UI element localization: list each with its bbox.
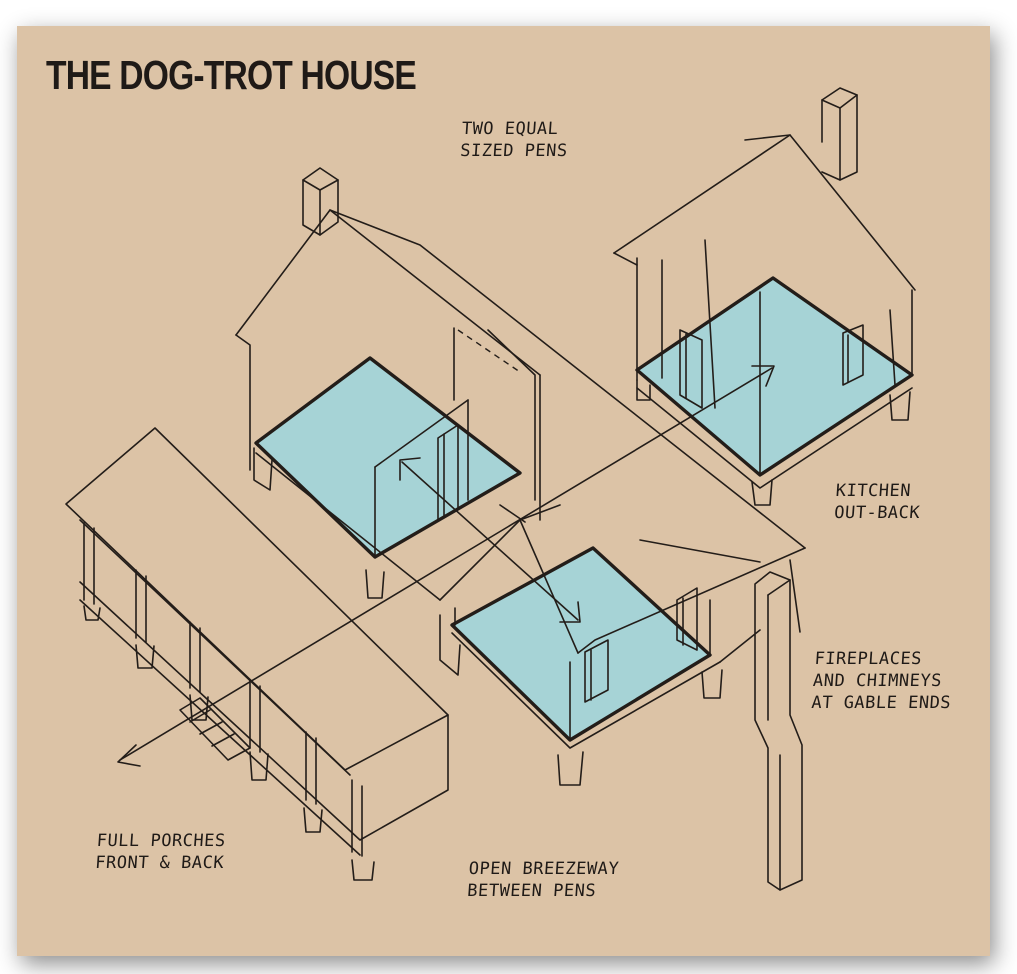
annotation-kitchen-out-back: KITCHEN OUT-BACK [833,480,922,524]
annotation-fireplaces-chimneys: FIREPLACES AND CHIMNEYS AT GABLE ENDS [811,648,955,714]
kitchen-building [613,87,916,506]
annotation-line: AND CHIMNEYS [812,671,943,691]
annotation-line: FRONT & BACK [94,853,225,873]
annotation-line: TWO EQUAL [461,119,560,139]
annotation-line: KITCHEN [835,481,912,501]
annotation-line: FIREPLACES [813,649,923,669]
annotation-line: OPEN BREEZEWAY [468,859,620,879]
annotation-open-breezeway: OPEN BREEZEWAY BETWEEN PENS [466,858,620,902]
annotation-full-porches: FULL PORCHES FRONT & BACK [94,830,227,874]
annotation-line: OUT-BACK [833,503,921,523]
annotation-line: FULL PORCHES [96,831,227,851]
annotation-two-equal-pens: TWO EQUAL SIZED PENS [459,118,569,162]
annotation-line: BETWEEN PENS [466,881,597,901]
left-pen [235,167,806,601]
annotation-line: AT GABLE ENDS [810,693,952,713]
breezeway-axis-arrow [117,365,775,767]
pens-axis-arrow [399,457,581,623]
annotation-line: SIZED PENS [459,141,569,161]
diagram-title: THE DOG-TROT HOUSE [46,52,417,98]
right-pen [439,504,806,786]
front-chimney [754,559,803,891]
